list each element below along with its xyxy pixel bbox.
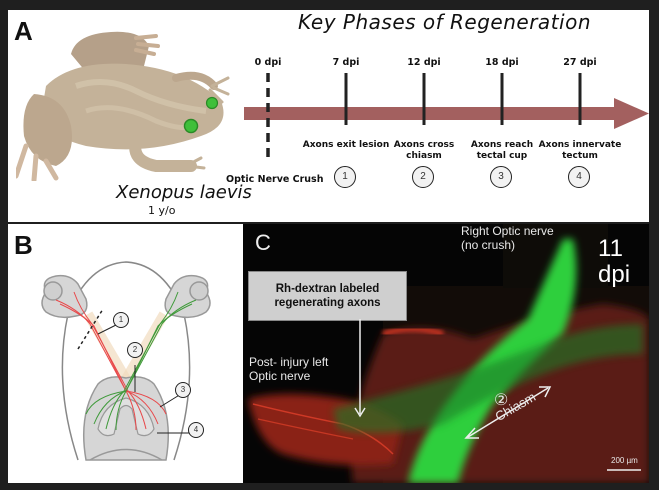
- marker-3: 3: [175, 382, 191, 398]
- right-nerve-note: (no crush): [461, 238, 516, 252]
- marker-4: 4: [188, 422, 204, 438]
- tick-label: 12 dpi: [407, 57, 441, 68]
- right-nerve-label: Right Optic nerve: [461, 224, 554, 238]
- marker-1: 1: [113, 312, 129, 328]
- timeline-title: Key Phases of Regeneration: [298, 10, 591, 34]
- left-nerve-label-2: Optic nerve: [249, 369, 311, 383]
- scale-bar-label: 200 µm: [611, 456, 638, 465]
- chiasm-arrow: [467, 387, 549, 438]
- tick-label: 18 dpi: [485, 57, 519, 68]
- panel-b: B: [8, 224, 243, 483]
- frog-illustration: [16, 31, 230, 181]
- panel-c-label: C: [255, 230, 271, 255]
- phase-marker: 2: [412, 166, 434, 188]
- phase-marker: 3: [490, 166, 512, 188]
- timeline-arrow: [244, 98, 649, 129]
- crush-label: Optic Nerve Crush: [226, 174, 324, 185]
- species-name: Xenopus laevis: [116, 182, 252, 203]
- chiasm-marker: ②: [494, 392, 509, 409]
- crush-line: [77, 308, 104, 350]
- time-label: 11 dpi: [598, 235, 631, 288]
- marker-2: 2: [127, 342, 143, 358]
- injured-axons: [55, 291, 167, 431]
- panel-b-label: B: [14, 230, 33, 260]
- frog-eye: [183, 118, 199, 134]
- fluorescence-micrograph: [243, 224, 649, 483]
- callout-box: Rh-dextran labeled regenerating axons: [248, 271, 407, 321]
- phase-label: Axons innervate tectum: [538, 140, 622, 161]
- panel-c: C Right Optic nerve (no crush) 11 dpi Rh…: [243, 224, 649, 483]
- uninjured-axons: [85, 291, 197, 431]
- tick-label: 7 dpi: [332, 57, 360, 68]
- phase-marker: 4: [568, 166, 590, 188]
- panel-a: A Xenopus laevis 1 y/o Key Phases of Reg…: [8, 10, 649, 222]
- species-age: 1 y/o: [148, 204, 176, 217]
- phase-label: Axons cross chiasm: [393, 140, 455, 161]
- left-nerve-label: Post- injury left: [249, 355, 329, 369]
- phase-label: Axons reach tectal cup: [470, 140, 534, 161]
- phase-label: Axons exit lesion: [302, 140, 390, 150]
- panel-a-label: A: [14, 16, 33, 46]
- tick-label: 27 dpi: [563, 57, 597, 68]
- callout-arrow: [354, 319, 641, 471]
- visual-pathway-diagram: [41, 261, 211, 461]
- tick-label: 0 dpi: [254, 57, 282, 68]
- phase-marker: 1: [334, 166, 356, 188]
